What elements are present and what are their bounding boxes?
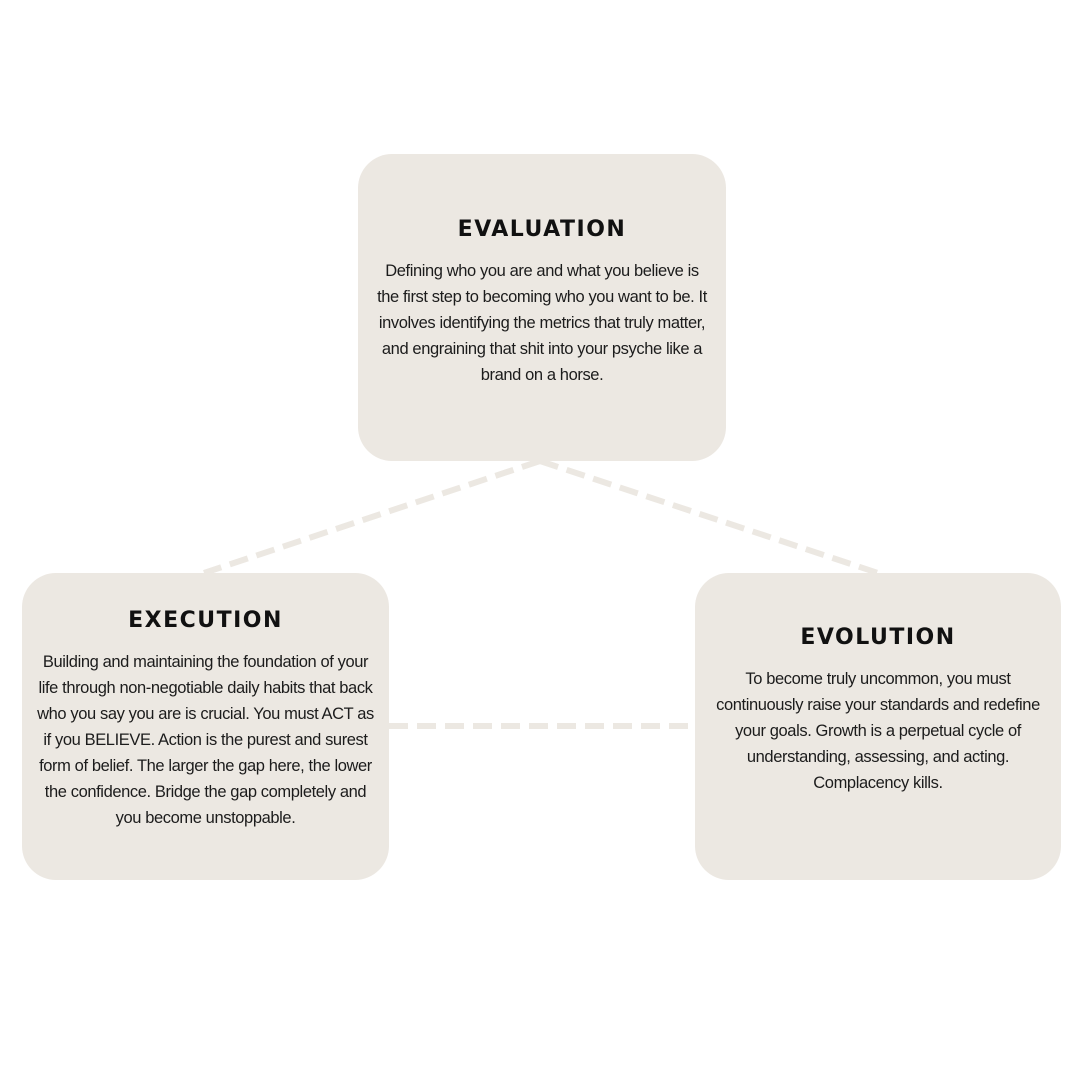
evolution-description: To become truly uncommon, you must conti… <box>716 670 1040 792</box>
evaluation-title: EVALUATION <box>457 217 627 242</box>
evolution-card: EVOLUTION To become truly uncommon, you … <box>695 573 1061 880</box>
execution-description: Building and maintaining the foundation … <box>37 653 374 827</box>
connector-evaluation-execution <box>203 458 541 576</box>
connector-evaluation-evolution <box>539 458 879 576</box>
evolution-title: EVOLUTION <box>800 625 956 650</box>
evaluation-description: Defining who you are and what you believ… <box>377 262 707 384</box>
evaluation-card: EVALUATION Defining who you are and what… <box>358 154 726 461</box>
execution-card: EXECUTION Building and maintaining the f… <box>22 573 389 880</box>
execution-title: EXECUTION <box>128 608 283 633</box>
